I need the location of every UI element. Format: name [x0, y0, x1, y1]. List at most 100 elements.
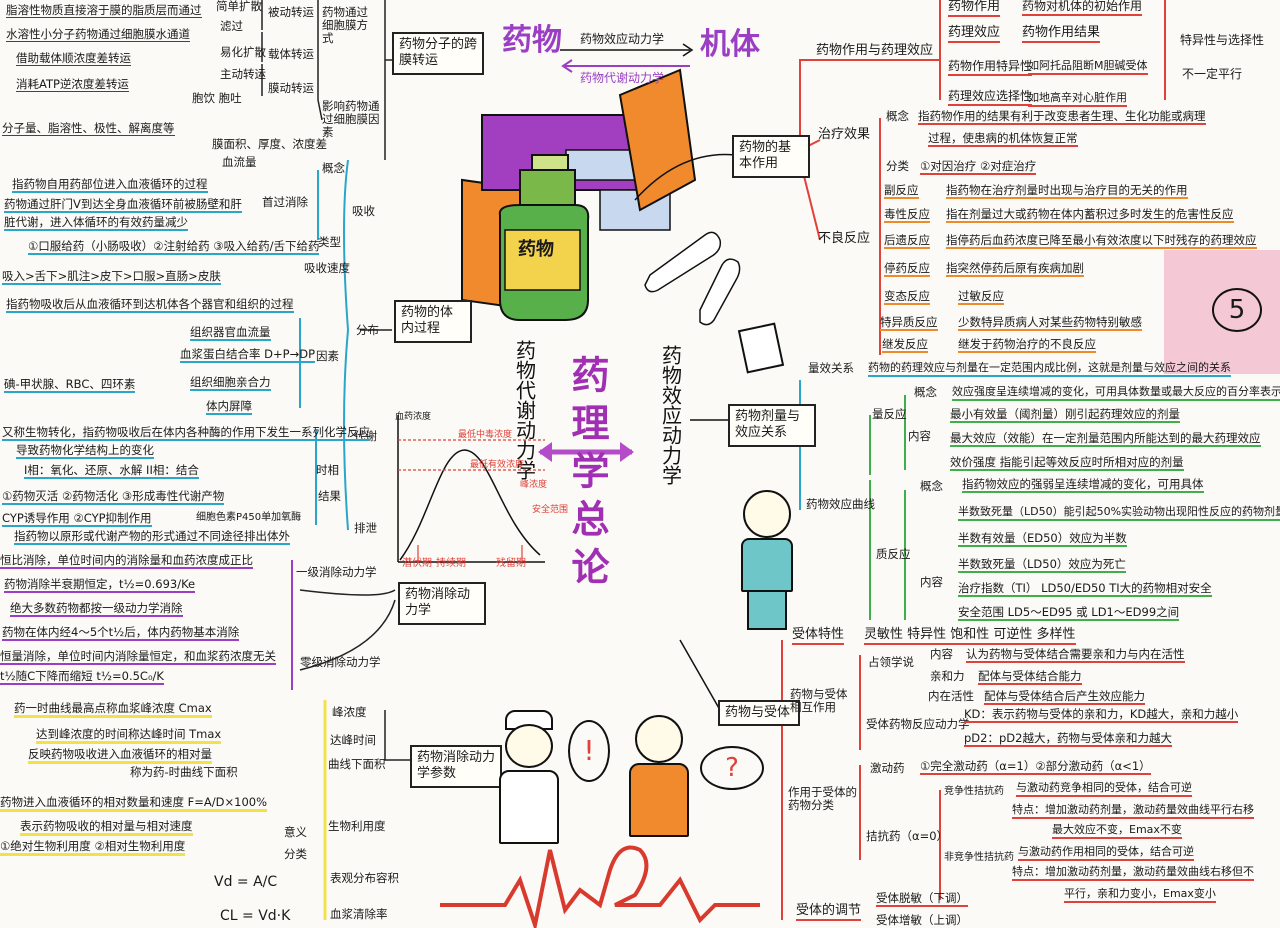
dose-q3: 半数有效量（ED50）效应为半数: [958, 531, 1127, 548]
rec-kd: KD：表示药物与受体的亲和力，KD越大，亲和力越小: [964, 707, 1239, 724]
basic-r1d: 药物对机体的初始作用: [1022, 0, 1143, 16]
basic-side2: 不一定平行: [1182, 67, 1243, 81]
adv-a1: 指药物在治疗剂量时出现与治疗目的无关的作用: [946, 183, 1188, 200]
abs-s2: 类型: [318, 235, 341, 249]
dose-g1k: 概念: [914, 385, 937, 399]
dose-g2: 最小有效量（阈剂量）刚引起药理效应的剂量: [950, 407, 1180, 424]
par-f2: CL = Vd·K: [220, 908, 291, 924]
therapy-t1: 指药物作用的结果有利于改变患者生理、生化功能或病理: [918, 109, 1206, 126]
rec-reg: 受体的调节: [796, 903, 862, 921]
basic-side1: 特异性与选择性: [1180, 33, 1265, 47]
abs-s1: 首过消除: [262, 195, 308, 209]
adv-a7: 继发于药物治疗的不良反应: [958, 337, 1096, 354]
dose-q6: 安全范围 LD5～ED95 或 LD1～ED99之间: [958, 605, 1180, 622]
rec-o2: 配体与受体结合能力: [978, 669, 1082, 686]
lt-l2: 水溶性小分子药物通过细胞膜水通道: [6, 27, 190, 43]
dose-g1: 效应强度呈连续增减的变化，可用具体数量或最大反应的百分率表示: [952, 385, 1280, 401]
rec-n1: 与激动药作用相同的受体，结合可逆: [1018, 845, 1194, 861]
params-box: 药物消除动力学参数: [410, 745, 502, 788]
lt-c2: 载体转运: [268, 47, 314, 61]
lt-l3: 借助载体顺浓度差转运: [16, 51, 131, 67]
in-vivo-title: 药物的体内过程: [401, 305, 454, 337]
question-bubble: ?: [700, 746, 764, 790]
rec-c2: 特点：增加激动药剂量，激动药量效曲线平行右移: [1012, 803, 1254, 819]
lt-c6: 膜面积、厚度、浓度差: [212, 137, 327, 151]
basic-r1: 药物作用: [948, 0, 1001, 17]
elim-l6: t½随C下降而缩短 t½=0.5C₀/K: [0, 669, 164, 686]
dist-f2: 血浆蛋白结合率 D+P→DP: [180, 347, 316, 364]
dose-quantal: 质反应: [876, 547, 911, 561]
dose-g4: 效价强度 指能引起等效反应时所相对应的剂量: [950, 455, 1184, 472]
dist-head: 分布: [356, 323, 379, 337]
met-l6: 细胞色素P450单加氧酶: [196, 512, 302, 523]
dist-f1: 组织器官血流量: [190, 325, 271, 342]
dose-curve: 药物效应曲线: [806, 497, 875, 511]
par-s8: 血浆清除率: [330, 907, 388, 921]
adv-a5: 过敏反应: [958, 289, 1004, 306]
abs-gn: 概念: [322, 161, 345, 175]
dose-g3: 最大效应（效能）在一定剂量范围内所能达到的最大药理效应: [950, 431, 1261, 448]
graph-eff-label: 最低有效浓度: [470, 460, 525, 470]
lt-l5: 分子量、脂溶性、极性、解离度等: [2, 121, 175, 137]
adv-a1k: 副反应: [884, 183, 919, 200]
rec-o2k: 亲和力: [930, 669, 965, 683]
center-right-title: 药物效应动力学: [658, 345, 683, 489]
dose-q1: 指药物效应的强弱呈连续增减的变化，可用具体: [962, 477, 1204, 494]
adv-a4k: 停药反应: [884, 261, 930, 278]
met-l2: 导致药物化学结构上的变化: [16, 443, 154, 460]
met-l5: CYP诱导作用 ②CYP抑制作用: [2, 511, 152, 528]
met-l3: I相：氧化、还原、水解 II相：结合: [24, 463, 199, 480]
dist-l1: 指药物吸收后从血液循环到达机体各个器官和组织的过程: [6, 297, 294, 314]
abs-l1: 指药物自用药部位进入血液循环的过程: [12, 177, 208, 194]
basic-r3: 药物作用特异性: [948, 59, 1033, 76]
dist-f3: 组织细胞亲合力: [190, 375, 271, 392]
par-s2: 达峰时间: [330, 733, 376, 747]
dist-l2: 碘-甲状腺、RBC、四环素: [4, 377, 136, 394]
abs-l2: 药物通过肝门V到达全身血液循环前被肠壁和肝: [4, 197, 242, 214]
basic-r4d: 如地高辛对心脏作用: [1028, 91, 1127, 107]
rec-comp: 竞争性拮抗药: [944, 786, 1004, 797]
arrow-bottom-label: 药物代谢动力学: [580, 71, 665, 85]
rec-ncomp: 非竞争性拮抗药: [944, 852, 1014, 863]
transport-title: 药物分子的跨膜转运: [399, 37, 478, 69]
par-s1: 峰浓度: [332, 705, 367, 719]
lt-c4: 药物通过细胞膜方式: [322, 5, 368, 46]
lt-l9: 主动转运: [220, 67, 266, 81]
drug-label: 药物: [502, 23, 562, 58]
rec-r2: 受体增敏（上调）: [876, 913, 968, 927]
dose-q2: 半数致死量（LD50）能引起50%实验动物出现阳性反应的药物剂量: [958, 505, 1280, 521]
graph-y-label: 血药浓度: [395, 412, 432, 422]
child-legs: [747, 590, 787, 630]
graph-peak-label: 峰浓度: [520, 480, 548, 490]
lt-l10: 胞饮 胞吐: [192, 91, 242, 105]
basic-r2d: 药物作用结果: [1022, 25, 1101, 43]
dose-q4: 半数致死量（LD50）效应为死亡: [958, 557, 1126, 574]
elim-l3: 绝大多数药物都按一级动力学消除: [10, 601, 183, 618]
patient-illustration: [625, 715, 690, 845]
graph-x3: 残留期: [496, 558, 526, 569]
rec-occ: 占领学说: [868, 655, 914, 669]
par-l1: 药一时曲线最高点称血浆峰浓度 Cmax: [14, 701, 212, 719]
met-l1: 又称生物转化，指药物吸收后在体内各种酶的作用下发生一系列化学反应: [2, 425, 370, 442]
dose-qtyd: 药物的药理效应与剂量在一定范围内成比例，这就是剂量与效应之间的关系: [868, 361, 1231, 377]
met-s1: 时相: [316, 463, 339, 477]
lt-l8: 易化扩散: [220, 45, 266, 59]
body-label: 机体: [700, 27, 760, 62]
child-head: [743, 490, 791, 538]
lt-l6: 滤过: [220, 19, 243, 33]
par-s4: 生物利用度: [328, 819, 386, 833]
dose-q1k: 概念: [920, 479, 943, 493]
abs-head: 吸收: [352, 204, 375, 218]
rec-inter: 药物与受体相互作用: [790, 687, 848, 715]
elim-box: 药物消除动力学: [398, 582, 486, 625]
rec-c1: 与激动药竞争相同的受体，结合可逆: [1016, 781, 1192, 797]
in-vivo-box: 药物的体内过程: [394, 300, 472, 343]
adverse-head: 不良反应: [818, 231, 871, 246]
exc-l1: 指药物以原形或代谢产物的形式通过不同途径排出体外: [14, 529, 290, 546]
par-s5: 意义: [284, 825, 307, 839]
params-box-title: 药物消除动力学参数: [417, 750, 496, 782]
bottle-label: 药物: [518, 239, 554, 260]
met-l4: ①药物灭活 ②药物活化 ③形成毒性代谢产物: [2, 489, 225, 506]
elim-s2: 零级消除动力学: [300, 655, 381, 669]
